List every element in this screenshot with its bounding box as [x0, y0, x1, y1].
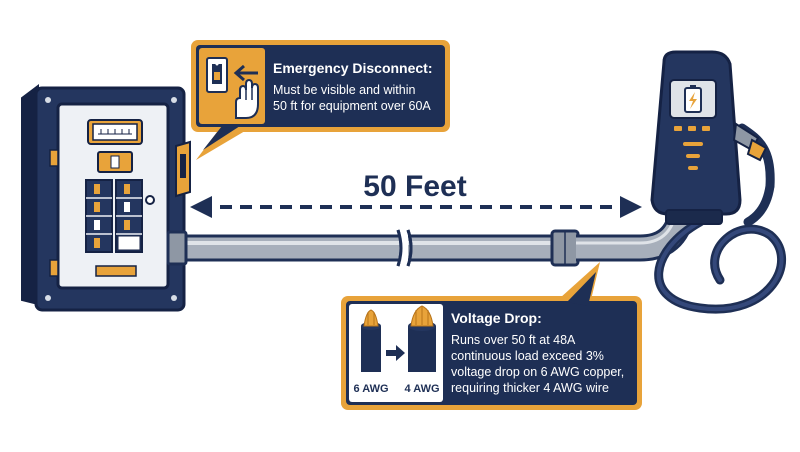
callout-voltage-line2: continuous load exceed 3% [451, 349, 604, 363]
callout-voltage-drop: 6 AWG 4 AWG Voltage Drop: Runs over 50 f… [341, 262, 642, 410]
callout-disconnect-line1: Must be visible and within [273, 83, 415, 97]
wire-small-label: 6 AWG [353, 383, 388, 395]
arrow-left-small-icon [233, 64, 258, 82]
conduit [166, 209, 696, 267]
callout-voltage-line1: Runs over 50 ft at 48A [451, 333, 576, 347]
distance-label: 50 Feet [363, 170, 466, 203]
callout-voltage-line4: requiring thicker 4 AWG wire [451, 381, 609, 395]
arrow-right-icon [386, 345, 405, 361]
callout-disconnect-line2: 50 ft for equipment over 60A [273, 99, 431, 113]
callout-voltage-title: Voltage Drop: [451, 310, 542, 326]
hand-icon [235, 78, 259, 119]
callout-emergency-disconnect: Emergency Disconnect: Must be visible an… [191, 40, 450, 160]
callout-voltage-line3: voltage drop on 6 AWG copper, [451, 365, 624, 379]
panel-meter-icon [87, 119, 143, 145]
callout-disconnect-title: Emergency Disconnect: [273, 60, 433, 76]
arrow-left-icon [190, 196, 212, 218]
switch-lever-icon [206, 57, 228, 93]
side-disconnect-switch [175, 140, 191, 198]
wire-4awg-icon [408, 305, 436, 372]
wire-6awg-icon [361, 309, 381, 372]
arrow-right-icon [620, 196, 642, 218]
electrical-panel [21, 84, 191, 312]
ev-charger [650, 50, 786, 314]
breaker-rows [85, 179, 143, 253]
distance-indicator: 50 Feet [190, 168, 642, 218]
wire-large-label: 4 AWG [404, 383, 439, 395]
battery-charging-icon [684, 85, 702, 113]
